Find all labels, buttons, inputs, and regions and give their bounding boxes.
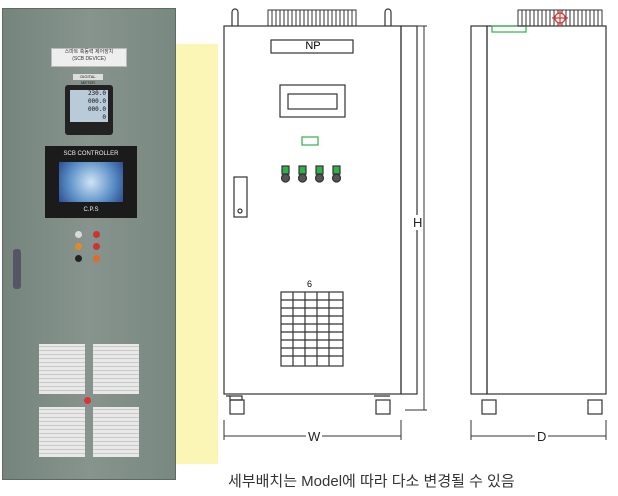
emergency-indicator bbox=[84, 397, 91, 404]
height-dimension-label: H bbox=[413, 215, 423, 230]
digital-meter-label: DIGITAL METER bbox=[73, 74, 103, 85]
controller-brand: C.P.S bbox=[83, 207, 99, 213]
front-view bbox=[223, 8, 427, 440]
indicator-lamp bbox=[93, 243, 100, 250]
door-handle bbox=[13, 249, 21, 289]
indicator-lamp bbox=[75, 231, 82, 238]
meter-screen: 230.0 000.0 000.0 0 bbox=[70, 90, 108, 122]
cabinet-photo: 스마트 축동력 제어장치 (SCB DEVICE) DIGITAL METER … bbox=[2, 8, 176, 480]
scb-controller: SCB CONTROLLER C.P.S bbox=[45, 146, 137, 218]
label-plate-line2: (SCB DEVICE) bbox=[72, 56, 106, 62]
meter-value: 000.0 bbox=[87, 106, 106, 113]
vent-grille bbox=[93, 407, 139, 457]
vent-grille bbox=[39, 407, 85, 457]
front-buttons bbox=[280, 165, 342, 183]
selector-switch bbox=[75, 255, 82, 262]
meter-value: 0 bbox=[102, 114, 106, 121]
meter-value: 000.0 bbox=[87, 98, 106, 105]
depth-dimension-label: D bbox=[535, 429, 549, 444]
front-vent bbox=[280, 291, 344, 367]
controller-touchscreen bbox=[59, 162, 123, 202]
indicator-lamp bbox=[93, 255, 100, 262]
indicator-lamp bbox=[75, 243, 82, 250]
meter-value: 230.0 bbox=[87, 90, 106, 97]
indicator-lamp bbox=[93, 231, 100, 238]
digital-meter: 230.0 000.0 000.0 0 bbox=[65, 85, 113, 135]
nameplate-label: NP bbox=[305, 40, 321, 52]
vent-label: 6 bbox=[307, 279, 313, 289]
label-plate-line1: 스마트 축동력 제어장치 bbox=[64, 49, 114, 55]
caption-note: 세부배치는 Model에 따라 다소 변경될 수 있음 bbox=[228, 473, 515, 490]
side-view bbox=[470, 9, 607, 440]
vent-grille bbox=[93, 344, 139, 394]
controller-title: SCB CONTROLLER bbox=[63, 151, 119, 157]
yellow-background-block bbox=[168, 44, 218, 464]
device-label-plate: 스마트 축동력 제어장치 (SCB DEVICE) bbox=[51, 48, 127, 67]
vent-grille bbox=[39, 344, 85, 394]
width-dimension-label: W bbox=[306, 429, 323, 444]
